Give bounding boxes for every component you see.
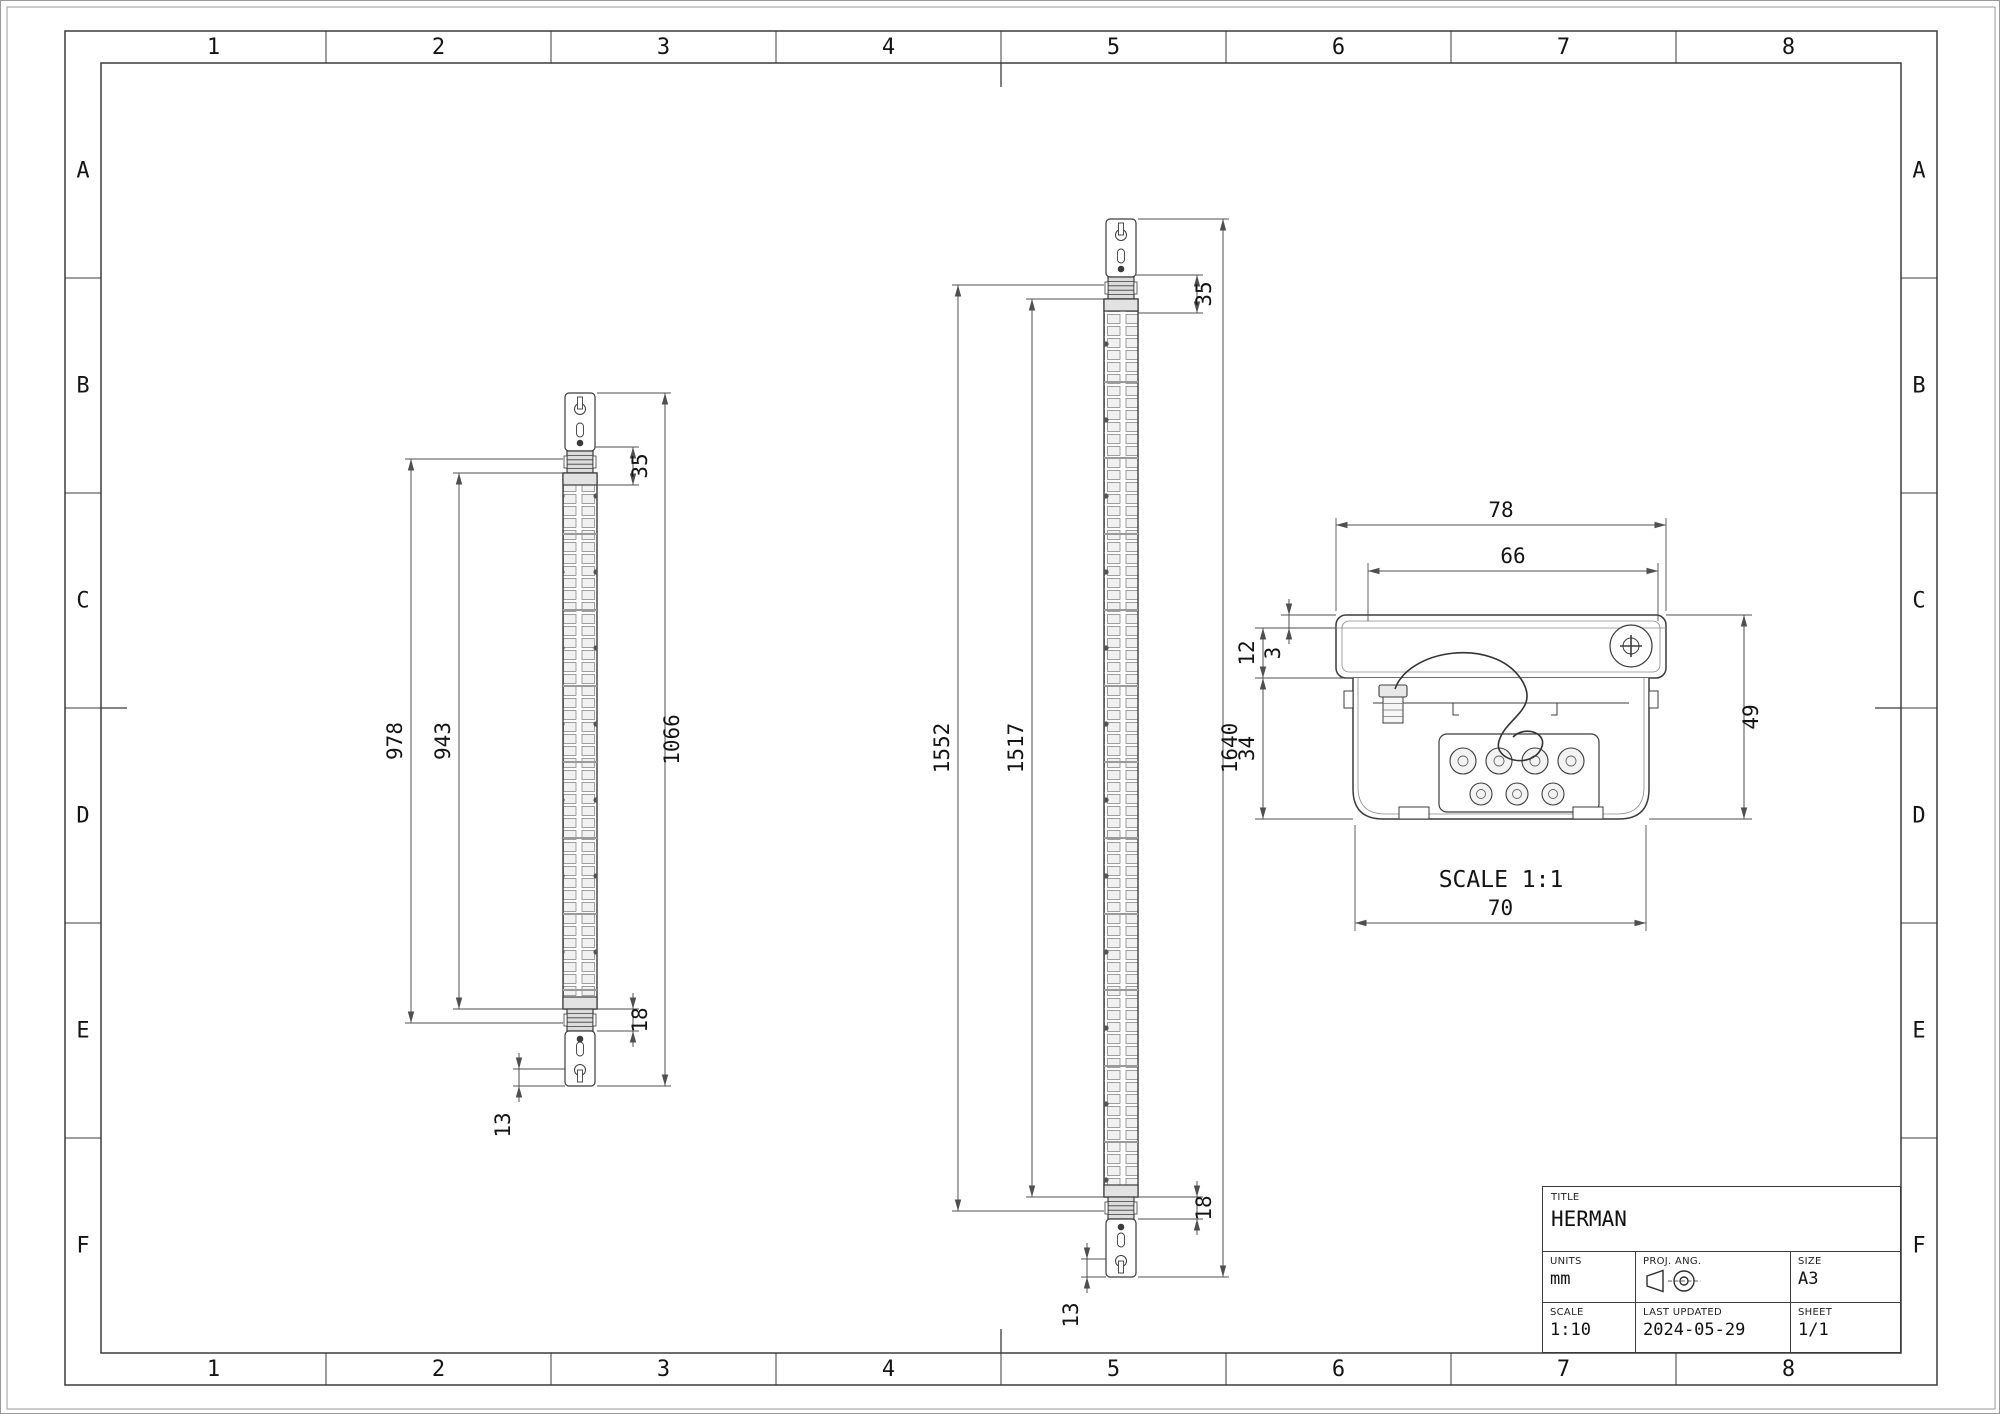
dimension-text: 35 xyxy=(1192,281,1216,306)
dimension-text: 78 xyxy=(1488,498,1513,522)
last-updated-label: LAST UPDATED xyxy=(1643,1307,1722,1318)
last-updated-value: 2024-05-29 xyxy=(1643,1320,1746,1340)
size-label: SIZE xyxy=(1798,1256,1822,1267)
grid-column-label: 6 xyxy=(1332,1357,1345,1382)
projection-angle-cell: PROJ. ANG. xyxy=(1635,1252,1790,1302)
dimension-text: 18 xyxy=(628,1007,652,1032)
grid-row-label: E xyxy=(1912,1019,1925,1044)
dimension-text: 978 xyxy=(383,722,407,760)
dimension-text: 12 xyxy=(1235,640,1259,665)
title-block-middle-row: UNITS mm PROJ. ANG. SIZE A3 xyxy=(1543,1251,1900,1302)
sheet-value: 1/1 xyxy=(1798,1320,1829,1340)
sheet-label: SHEET xyxy=(1798,1307,1833,1318)
size-value: A3 xyxy=(1798,1269,1819,1289)
grid-column-label: 6 xyxy=(1332,35,1345,60)
cross-section-view xyxy=(1335,614,1667,820)
grid-row-label: C xyxy=(1912,589,1925,614)
sheet-cell: SHEET 1/1 xyxy=(1790,1303,1900,1352)
dimension-text: 3 xyxy=(1261,647,1285,660)
projection-angle-label: PROJ. ANG. xyxy=(1643,1256,1702,1267)
projection-angle-icon xyxy=(1646,1269,1701,1293)
dimension-text: 13 xyxy=(1059,1302,1083,1327)
title-block-bottom-row: SCALE 1:10 LAST UPDATED 2024-05-29 SHEET… xyxy=(1543,1302,1900,1352)
last-updated-cell: LAST UPDATED 2024-05-29 xyxy=(1635,1303,1790,1352)
title-label: TITLE xyxy=(1551,1192,1580,1203)
grid-row-label: F xyxy=(76,1234,89,1259)
grid-row-label: A xyxy=(1912,159,1925,184)
grid-column-label: 3 xyxy=(657,1357,670,1382)
fixture-front-view-short xyxy=(562,392,598,1087)
units-value: mm xyxy=(1550,1269,1571,1289)
grid-row-label: E xyxy=(76,1019,89,1044)
fixture-front-view-long xyxy=(1103,218,1139,1278)
grid-row-label: D xyxy=(76,804,89,829)
dimension-text: 18 xyxy=(1192,1195,1216,1220)
size-cell: SIZE A3 xyxy=(1790,1252,1900,1302)
grid-column-label: 4 xyxy=(882,35,895,60)
grid-row-label: D xyxy=(1912,804,1925,829)
dimension-text: 1552 xyxy=(930,723,954,774)
grid-column-label: 4 xyxy=(882,1357,895,1382)
grid-column-label: 5 xyxy=(1107,1357,1120,1382)
grid-column-label: 7 xyxy=(1557,35,1570,60)
grid-row-label: C xyxy=(76,589,89,614)
drawing-title: HERMAN xyxy=(1551,1207,1627,1231)
dimension-text: 66 xyxy=(1500,544,1525,568)
grid-column-label: 2 xyxy=(432,35,445,60)
section-scale-label: SCALE 1:1 xyxy=(1439,867,1564,893)
title-block: TITLE HERMAN UNITS mm PROJ. ANG. SIZE A3 xyxy=(1542,1186,1901,1353)
dimension-text: 34 xyxy=(1235,736,1259,761)
title-block-title-row: TITLE HERMAN xyxy=(1543,1187,1900,1251)
dimension-text: 70 xyxy=(1488,896,1513,920)
dimension-text: 1066 xyxy=(660,714,684,765)
grid-row-label: B xyxy=(76,374,89,399)
scale-label: SCALE xyxy=(1550,1307,1584,1318)
dimension-text: 49 xyxy=(1739,704,1763,729)
dimension-text: 943 xyxy=(431,722,455,760)
grid-column-label: 3 xyxy=(657,35,670,60)
grid-row-label: B xyxy=(1912,374,1925,399)
grid-column-label: 2 xyxy=(432,1357,445,1382)
scale-cell: SCALE 1:10 xyxy=(1543,1303,1635,1352)
dimension-text: 1517 xyxy=(1004,723,1028,774)
grid-row-label: F xyxy=(1912,1234,1925,1259)
dimension-text: 1640 xyxy=(1218,723,1242,774)
grid-row-label: A xyxy=(76,159,89,184)
grid-column-label: 7 xyxy=(1557,1357,1570,1382)
dimension-text: 13 xyxy=(491,1112,515,1137)
units-label: UNITS xyxy=(1550,1256,1582,1267)
dimension-text: 35 xyxy=(628,453,652,478)
grid-column-label: 1 xyxy=(207,35,220,60)
grid-column-label: 1 xyxy=(207,1357,220,1382)
scale-value: 1:10 xyxy=(1550,1320,1591,1340)
units-cell: UNITS mm xyxy=(1543,1252,1635,1302)
grid-column-label: 8 xyxy=(1782,1357,1795,1382)
grid-column-label: 8 xyxy=(1782,35,1795,60)
grid-column-label: 5 xyxy=(1107,35,1120,60)
